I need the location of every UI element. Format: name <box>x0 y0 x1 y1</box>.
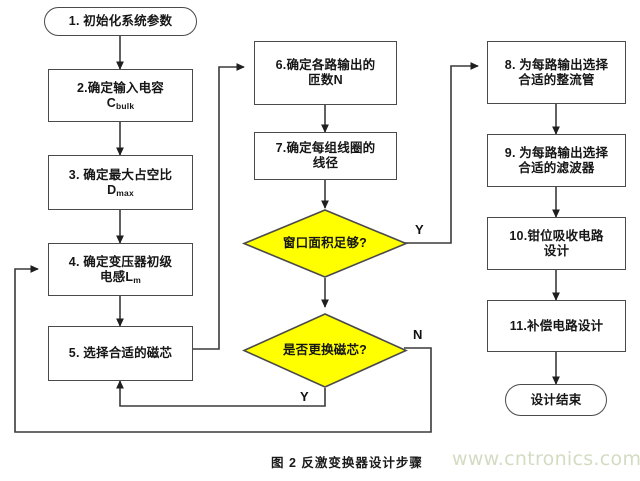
node-decision-window-area[interactable]: 窗口面积足够? <box>241 208 409 279</box>
node-7-label-line1: 7.确定每组线圈的 <box>275 141 376 156</box>
node-10-label-line2: 设计 <box>543 243 570 258</box>
node-11-label: 11.补偿电路设计 <box>509 318 604 333</box>
edge-d1-yes-to-8 <box>404 62 479 244</box>
diamond-shape-1 <box>241 209 409 278</box>
edge-d2-no-to-4 <box>14 265 432 433</box>
node-5-process[interactable]: 5. 选择合适的磁芯 <box>48 326 193 381</box>
node-decision-change-core[interactable]: 是否更换磁芯? <box>241 312 409 389</box>
node-3-label-line1: 3. 确定最大占空比 <box>68 167 173 182</box>
node-7-process[interactable]: 7.确定每组线圈的 线径 <box>254 132 397 180</box>
node-1-label: 1. 初始化系统参数 <box>68 14 173 29</box>
edge-label-d1-yes: Y <box>415 222 424 237</box>
node-3-process[interactable]: 3. 确定最大占空比 Dmax <box>48 155 193 210</box>
node-7-label-line2: 线径 <box>312 156 339 170</box>
node-8-label-line1: 8. 为每路输出选择 <box>504 57 609 72</box>
edge-label-d2-no: N <box>413 327 423 342</box>
node-2-label-line2: C <box>106 95 116 110</box>
node-9-label-line2: 合适的滤波器 <box>518 160 595 175</box>
node-4-label-line2: 电感L <box>99 269 134 284</box>
node-4-process[interactable]: 4. 确定变压器初级 电感Lm <box>48 243 193 296</box>
node-3-label-line2: D <box>107 182 117 197</box>
node-12-label: 设计结束 <box>530 392 582 407</box>
figure-caption: 图 2 反激变换器设计步骤 <box>271 456 423 470</box>
node-4-subscript: m <box>133 274 141 285</box>
node-5-label: 5. 选择合适的磁芯 <box>68 346 173 361</box>
node-9-label-line1: 9. 为每路输出选择 <box>504 145 609 160</box>
node-6-label-line2: 匝数N <box>308 73 343 87</box>
diamond-shape-2 <box>242 313 408 388</box>
node-8-process[interactable]: 8. 为每路输出选择 合适的整流管 <box>487 41 626 104</box>
node-2-label-line1: 2.确定输入电容 <box>76 80 165 95</box>
edge-5-to-6 <box>192 63 245 350</box>
site-watermark: www.cntronics.com <box>452 448 640 470</box>
decision-2-label: 是否更换磁芯? <box>282 343 368 358</box>
edge-d2-yes-to-5 <box>116 380 326 407</box>
node-10-label-line1: 10.钳位吸收电路 <box>509 228 604 243</box>
decision-1-label: 窗口面积足够? <box>282 236 368 251</box>
node-6-process[interactable]: 6.确定各路输出的 匝数N <box>254 41 397 105</box>
edge-label-d2-yes: Y <box>300 389 309 404</box>
node-9-process[interactable]: 9. 为每路输出选择 合适的滤波器 <box>487 134 626 187</box>
node-8-label-line2: 合适的整流管 <box>518 72 595 87</box>
node-2-subscript: bulk <box>115 100 135 111</box>
node-3-subscript: max <box>116 187 134 198</box>
node-start-terminator[interactable]: 1. 初始化系统参数 <box>44 7 197 36</box>
node-end-terminator[interactable]: 设计结束 <box>505 384 607 416</box>
node-6-label-line1: 6.确定各路输出的 <box>275 58 376 73</box>
node-4-label-line1: 4. 确定变压器初级 <box>68 254 173 269</box>
node-11-process[interactable]: 11.补偿电路设计 <box>487 300 626 352</box>
node-2-process[interactable]: 2.确定输入电容 Cbulk <box>48 69 193 122</box>
node-10-process[interactable]: 10.钳位吸收电路 设计 <box>487 217 626 270</box>
